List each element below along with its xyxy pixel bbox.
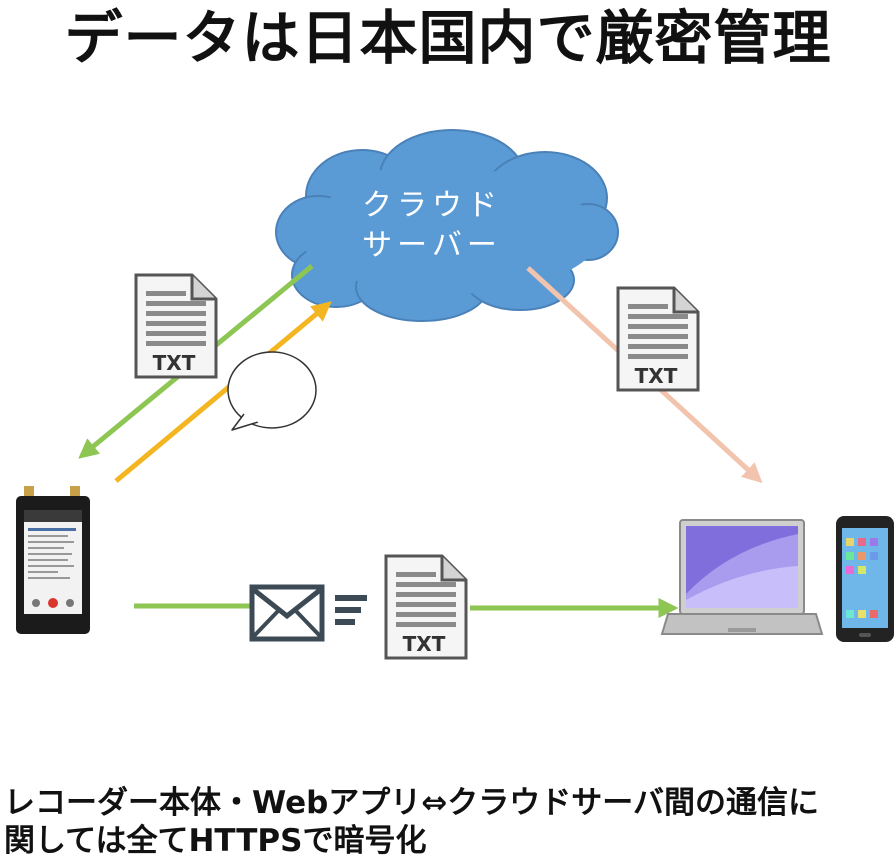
- mail-icon: [249, 584, 367, 642]
- caption-line-1: レコーダー本体・Webアプリ⇔クラウドサーバ間の通信に: [4, 785, 819, 821]
- cloud-label-line1: クラウド: [362, 188, 502, 223]
- txt-label-left: TXT: [153, 351, 196, 375]
- cloud-label-line2: サーバー: [362, 228, 502, 263]
- txt-document-icon-right: TXT: [616, 286, 700, 392]
- cloud-server-icon: [275, 129, 619, 322]
- recorder-to-cloud-arrow: [114, 301, 332, 483]
- txt-document-icon-left: TXT: [134, 273, 218, 379]
- page-title: データは日本国内で厳密管理: [64, 4, 832, 72]
- txt-label-bottom: TXT: [403, 632, 446, 656]
- smartphone-icon: [836, 516, 894, 642]
- caption: レコーダー本体・Webアプリ⇔クラウドサーバ間の通信に 関しては全てHTTPSで…: [4, 784, 892, 860]
- txt-label-right: TXT: [635, 364, 678, 388]
- voice-recorder-icon: [16, 486, 90, 634]
- laptop-icon: [660, 519, 824, 635]
- caption-line-2: 関しては全てHTTPSで暗号化: [4, 823, 427, 859]
- speech-bubble-icon: [227, 351, 317, 431]
- txt-document-icon-bottom: TXT: [384, 554, 468, 660]
